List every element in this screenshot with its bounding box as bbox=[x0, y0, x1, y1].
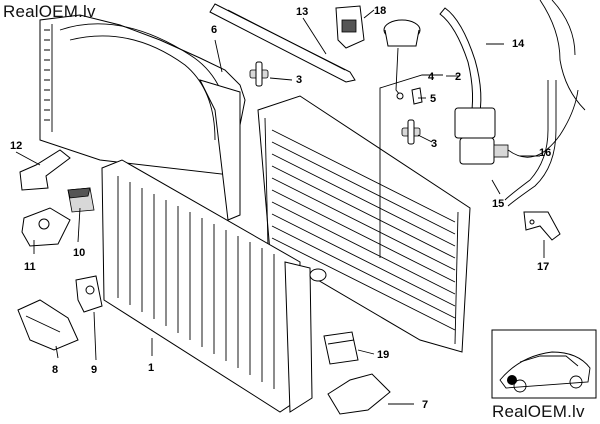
callout-14: 14 bbox=[512, 38, 525, 50]
condenser-fins bbox=[271, 129, 456, 331]
callout-11: 11 bbox=[24, 261, 36, 273]
fan-shroud[interactable] bbox=[39, 14, 246, 221]
hose[interactable] bbox=[439, 7, 482, 123]
watermark-bottom-right: RealOEM.lv bbox=[492, 402, 585, 421]
solenoid-valve[interactable] bbox=[454, 107, 509, 165]
radiator-core bbox=[117, 176, 275, 389]
hose-16[interactable] bbox=[507, 89, 579, 158]
shroud-ribs bbox=[44, 29, 50, 121]
leader-lines bbox=[15, 9, 545, 405]
mount-bracket[interactable] bbox=[19, 149, 71, 191]
clip-rod[interactable] bbox=[209, 3, 356, 83]
callout-labels: 1 2 3 3 4 5 6 7 8 9 10 11 12 13 14 15 16… bbox=[10, 5, 551, 411]
clip[interactable] bbox=[411, 87, 423, 105]
callout-2: 2 bbox=[455, 71, 461, 83]
vacuum-unit[interactable] bbox=[383, 19, 421, 100]
callout-3a: 3 bbox=[296, 74, 302, 86]
callout-16: 16 bbox=[539, 147, 551, 159]
callout-8: 8 bbox=[52, 364, 58, 376]
expanding-rivet-lower[interactable] bbox=[401, 119, 421, 145]
location-marker-icon bbox=[507, 375, 517, 385]
callout-12: 12 bbox=[10, 140, 22, 152]
wiring-harness bbox=[504, 0, 586, 207]
rubber-mount-11[interactable] bbox=[21, 207, 71, 247]
bracket[interactable] bbox=[523, 211, 561, 241]
callout-13: 13 bbox=[296, 6, 308, 18]
callout-9: 9 bbox=[91, 364, 97, 376]
callout-7: 7 bbox=[422, 399, 428, 411]
air-duct[interactable] bbox=[17, 299, 79, 351]
rubber-mount[interactable] bbox=[67, 187, 95, 213]
bushing[interactable] bbox=[75, 275, 103, 313]
radiator[interactable] bbox=[101, 159, 327, 413]
callout-4: 4 bbox=[428, 71, 435, 83]
callout-10: 10 bbox=[73, 247, 85, 259]
callout-5: 5 bbox=[430, 93, 436, 105]
callout-6: 6 bbox=[211, 24, 217, 36]
callout-15: 15 bbox=[492, 198, 504, 210]
callout-3b: 3 bbox=[431, 138, 437, 150]
watermark-top-left: RealOEM.lv bbox=[3, 2, 96, 21]
expanding-rivet-upper[interactable] bbox=[249, 61, 269, 87]
clip-19[interactable] bbox=[323, 331, 359, 365]
callout-1: 1 bbox=[148, 362, 154, 374]
callout-19: 19 bbox=[377, 349, 389, 361]
callout-17: 17 bbox=[537, 261, 549, 273]
callout-18: 18 bbox=[374, 5, 386, 17]
connector[interactable] bbox=[335, 5, 365, 49]
air-duct-7[interactable] bbox=[327, 373, 391, 415]
vehicle-locator-inset bbox=[491, 329, 597, 399]
